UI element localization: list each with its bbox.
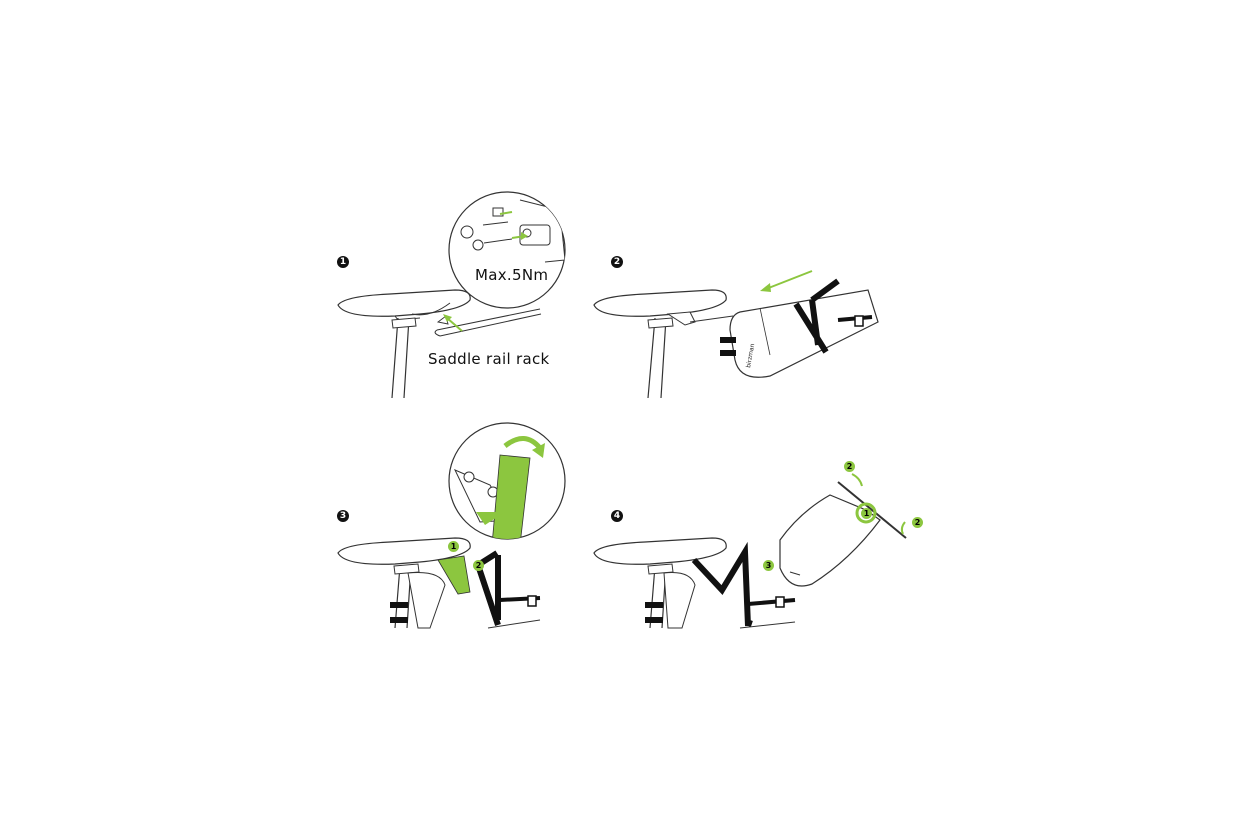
- zoom-circle-strap: [448, 422, 566, 540]
- strap-zigzag: [793, 278, 840, 354]
- step-badge-4: 4: [611, 510, 623, 522]
- seatpost: [647, 317, 667, 399]
- strap-zigzag: [691, 541, 753, 627]
- saddle: [337, 289, 471, 317]
- rail-rack: [434, 308, 542, 337]
- step-badge-2: 2: [611, 256, 623, 268]
- saddle: [337, 537, 471, 565]
- arrow-up-icon: [446, 317, 463, 332]
- seatpost: [391, 317, 410, 399]
- sub-step-badge-4-3: 3: [763, 560, 774, 571]
- bag-roll-top: [779, 494, 881, 587]
- saddle: [593, 289, 727, 317]
- arrow-left-icon: [765, 270, 813, 290]
- zoom-circle-bolts: [448, 191, 566, 309]
- arrow-curve-icon: [851, 473, 863, 487]
- saddle-rail-rack-label: Saddle rail rack: [428, 350, 550, 368]
- panel-1-saddle-rail-rack: [337, 191, 566, 399]
- panel-3-wrap-strap: [337, 422, 566, 629]
- saddle-bag: [663, 572, 696, 629]
- sub-step-badge-4-2a: 2: [844, 461, 855, 472]
- sub-step-badge-3-1: 1: [448, 541, 459, 552]
- saddle: [593, 537, 727, 565]
- brand-logo: birzman: [745, 343, 756, 368]
- arrow-curve-icon: [900, 521, 906, 535]
- panel-2-attach-bag: birzman: [593, 270, 879, 399]
- saddle-bag: [407, 572, 446, 629]
- arrow-curve-icon: [503, 436, 542, 450]
- strap-green: [437, 555, 471, 595]
- torque-label: Max.5Nm: [475, 266, 549, 284]
- panel-4-roll-close: [593, 473, 907, 629]
- sub-step-badge-3-2: 2: [473, 560, 484, 571]
- saddle-bag: [729, 289, 879, 378]
- step-badge-1: 1: [337, 256, 349, 268]
- step-badge-3: 3: [337, 510, 349, 522]
- sub-step-badge-4-2b: 2: [912, 517, 923, 528]
- sub-step-badge-4-1: 1: [861, 508, 872, 519]
